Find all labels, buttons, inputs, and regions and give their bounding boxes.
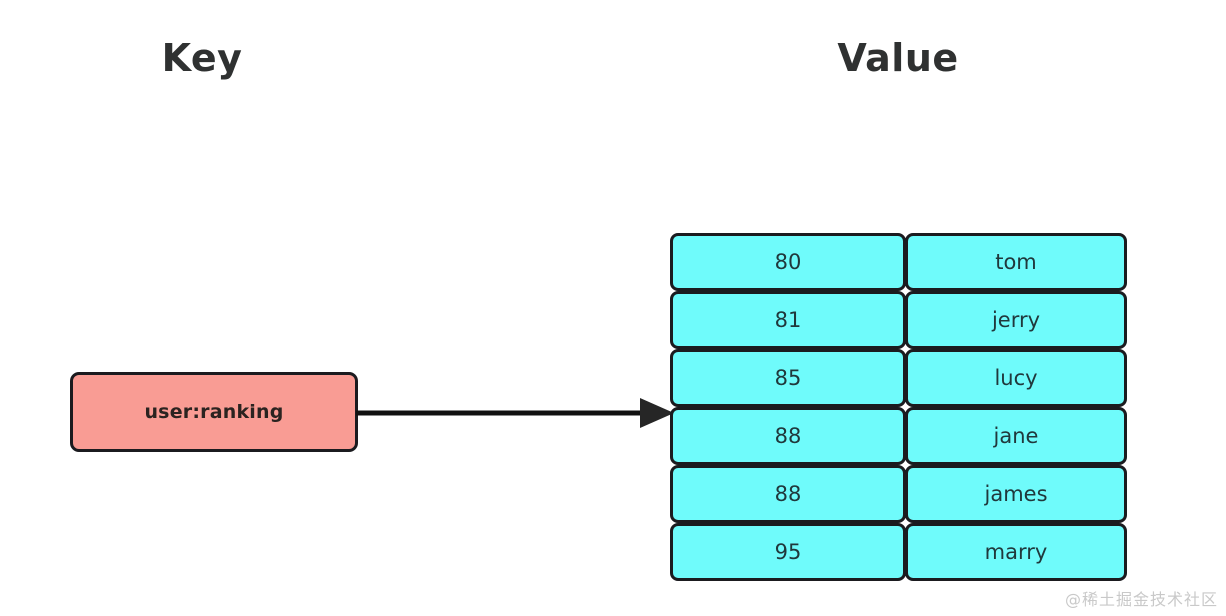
score-cell: 85 [670, 349, 906, 407]
member-cell: jane [905, 407, 1127, 465]
member-cell: lucy [905, 349, 1127, 407]
watermark: @稀土掘金技术社区 [1064, 590, 1218, 609]
value-column-heading: Value [837, 36, 959, 80]
score-cell: 88 [670, 465, 906, 523]
key-box-label: user:ranking [144, 401, 284, 423]
member-cell: james [905, 465, 1127, 523]
member-cell: tom [905, 233, 1127, 291]
key-to-value-arrow [356, 398, 674, 428]
score-cell: 88 [670, 407, 906, 465]
score-cell: 80 [670, 233, 906, 291]
score-cell: 81 [670, 291, 906, 349]
member-cell: jerry [905, 291, 1127, 349]
member-cell: marry [905, 523, 1127, 581]
score-cell: 95 [670, 523, 906, 581]
key-box: user:ranking [70, 372, 358, 452]
key-column-heading: Key [161, 36, 243, 80]
